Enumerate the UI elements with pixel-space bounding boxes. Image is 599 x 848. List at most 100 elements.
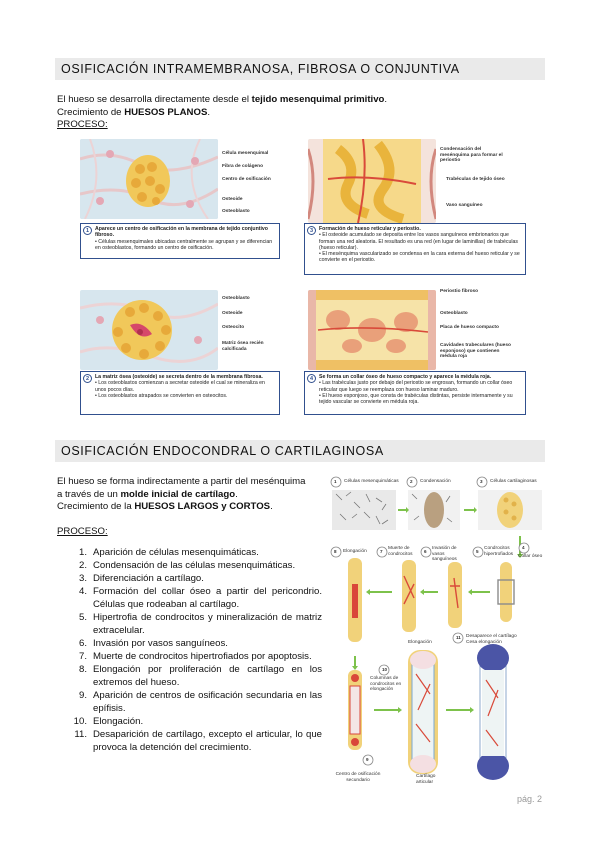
- step-text: Desaparición de cartílago, excepto el ar…: [93, 729, 322, 753]
- text: El hueso se desarrolla directamente desd…: [57, 94, 252, 105]
- panel1-illustration: [80, 139, 218, 219]
- intro-line-1: El hueso se desarrolla directamente desd…: [57, 94, 537, 107]
- panel2-illustration: [80, 290, 218, 370]
- endochondral-figure: 1 Células mesenquimáticas 2 Condensación…: [330, 474, 545, 786]
- label-cavidades-trabeculares: Cavidades trabeculares (hueso esponjoso)…: [440, 343, 511, 360]
- step-text: Aparición de células mesenquimáticas.: [93, 547, 259, 558]
- caption-title: Aparece un centro de osificación en la m…: [95, 226, 276, 239]
- caption-bullet: • El osteoide acumulado se deposita entr…: [319, 232, 518, 251]
- label-columnas-condrocitos: Columnas de condrocitos en elongación: [370, 676, 402, 693]
- process-steps-list: 1.Aparición de células mesenquimáticas.2…: [71, 546, 322, 754]
- proceso-label: PROCESO:: [57, 526, 108, 538]
- label-osteoide: Osteoide: [222, 311, 243, 316]
- process-step: 11. Desaparición de cartílago, excepto el…: [71, 728, 322, 754]
- step-number: 9.: [78, 690, 87, 701]
- step-number: 2.: [78, 560, 87, 571]
- caption-title-text: Aparece un centro de osificación en la m…: [95, 226, 268, 239]
- spacer: [57, 514, 327, 527]
- label-periostio-fibroso: Periostio fibroso: [440, 289, 479, 294]
- num-11: 11: [456, 635, 461, 640]
- step-text: Elongación por proliferación de cartílag…: [93, 664, 322, 688]
- process-step: 8.Elongación por proliferación de cartíl…: [71, 663, 322, 689]
- text: Crecimiento de la: [57, 501, 135, 513]
- osteoid-illustration: [80, 290, 218, 370]
- num-8: 8: [334, 549, 337, 554]
- text: a través de un: [57, 488, 121, 500]
- endochondral-diagram: [330, 476, 542, 780]
- label-osteoide: Osteoide: [222, 197, 243, 202]
- num-6: 6: [424, 549, 427, 554]
- caption-bullet: • El mesénquima vascularizado se condens…: [319, 251, 520, 264]
- step-number: 7.: [78, 651, 87, 662]
- process-step: 1. Aparición de células mesenquimáticas.: [71, 546, 322, 559]
- label-condrocitos-hipertrofiados: Condrocitos hipertrofiados: [484, 546, 514, 557]
- caption-bullet: • Los osteoblastos comienzan a secretar …: [95, 380, 265, 393]
- intramembranous-figure: Célula mesenquimal Fibra de colágeno Cen…: [80, 139, 530, 415]
- label-celula-mesenquimal: Célula mesenquimal: [222, 151, 269, 156]
- step-text: Diferenciación a cartílago.: [93, 573, 204, 584]
- panel3-caption: 3 Formación de hueso reticular y periost…: [304, 223, 526, 275]
- process-step: 7. Muerte de condrocitos hipertrofiados p…: [71, 650, 322, 663]
- bold-text: HUESOS PLANOS: [124, 106, 208, 118]
- process-step: 2. Condensación de las células mesenquimá…: [71, 559, 322, 572]
- step-number: 2: [83, 374, 92, 383]
- num-9: 9: [366, 757, 369, 762]
- panel4-illustration: [308, 290, 436, 370]
- label-fibra-colageno: Fibra de colágeno: [222, 164, 264, 169]
- panel1-caption: 1 Aparece un centro de osificación en la…: [80, 223, 280, 259]
- page-number: pág. 2: [517, 794, 543, 804]
- step-number: 4: [307, 374, 316, 383]
- caption-bullet: • El hueso esponjoso, que consta de trab…: [319, 392, 513, 406]
- section1-intro: El hueso se desarrolla directamente desd…: [57, 94, 537, 132]
- bold-text: HUESOS LARGOS y CORTOS: [134, 501, 271, 513]
- caption-title: La matriz ósea (osteoide) se secreta den…: [95, 374, 276, 380]
- text: Crecimiento de: [57, 106, 125, 118]
- label-centro-osificacion-secundario: Centro de osificación secundario: [335, 772, 381, 783]
- process-step: 10.Elongación.: [71, 715, 322, 728]
- step-number: 3.: [78, 573, 87, 584]
- caption-bullet: • Las trabéculas justo por debajo del pe…: [319, 380, 513, 393]
- caption-bullet: • Los osteoblastos atrapados se conviert…: [95, 392, 228, 399]
- compact-bone-illustration: [308, 290, 436, 370]
- section2-intro: El hueso se forma indirectamente a parti…: [57, 476, 327, 539]
- label-osteocito: Osteocito: [222, 325, 245, 330]
- step-text: Aparición de centros de osificación secu…: [93, 690, 322, 714]
- step-number: 11.: [74, 729, 87, 740]
- step-number: 4.: [78, 586, 87, 597]
- step-text: Muerte de condrocitos hipertrofiados por…: [93, 651, 312, 662]
- label-osteoblasto: Osteoblasto: [222, 296, 250, 301]
- step-text: Elongación.: [93, 716, 144, 727]
- process-step: 9. Aparición de centros de osificación se…: [71, 689, 322, 715]
- num-2: 2: [410, 479, 413, 484]
- process-step: 4.Formación del collar óseo a partir del…: [71, 585, 322, 611]
- caption-title: Formación de hueso reticular y periostio…: [319, 226, 522, 232]
- intro-line-2: Crecimiento de HUESOS PLANOS.: [57, 107, 537, 120]
- step-text: Condensación de las células mesenquimáti…: [93, 560, 296, 571]
- label-celulas-mesenquimaticas: Células mesenquimáticas: [344, 479, 399, 484]
- label-elongacion: Elongación: [343, 549, 367, 554]
- panel2-caption: 2 La matriz ósea (osteoide) se secreta d…: [80, 371, 280, 415]
- section-heading-intramembranosa: OSIFICACIÓN INTRAMEMBRANOSA, FIBROSA O C…: [55, 58, 545, 80]
- label-condensacion: Condensación: [420, 479, 451, 484]
- num-3: 3: [480, 479, 483, 484]
- step-text: Hipertrofia de condrocitos y mineralizac…: [93, 612, 322, 636]
- step-number: 1.: [78, 547, 87, 558]
- num-4: 4: [522, 545, 525, 550]
- label-cartilago-articular: Cartílago articular: [416, 774, 436, 785]
- step-number: 1: [83, 226, 92, 235]
- process-step: 5.Hipertrofia de condrocitos y mineraliz…: [71, 611, 322, 637]
- text: .: [270, 501, 273, 513]
- label-invasion-vasos: Invasión de vasos sanguíneos: [432, 546, 457, 563]
- section-heading-endocondral: OSIFICACIÓN ENDOCONDRAL O CARTILAGINOSA: [55, 440, 545, 462]
- num-10: 10: [382, 667, 388, 672]
- label-osteoblasto: Osteoblasto: [440, 311, 468, 316]
- bold-text: tejido mesenquimal primitivo: [251, 94, 385, 105]
- mesenchyme-illustration: [80, 139, 218, 219]
- label-collar-oseo: Collar óseo: [518, 554, 543, 559]
- caption-title-text: La matriz ósea (osteoide) se secreta den…: [95, 374, 263, 380]
- panel4-caption: 4 Se forma un collar óseo de hueso compa…: [304, 371, 526, 415]
- label-matriz-osea: Matriz ósea recién calcificada: [222, 341, 264, 352]
- caption-title-text: Formación de hueso reticular y periostio…: [319, 226, 421, 232]
- process-step: 6.Invasión por vasos sanguíneos.: [71, 637, 322, 650]
- proceso-label: PROCESO:: [57, 119, 108, 131]
